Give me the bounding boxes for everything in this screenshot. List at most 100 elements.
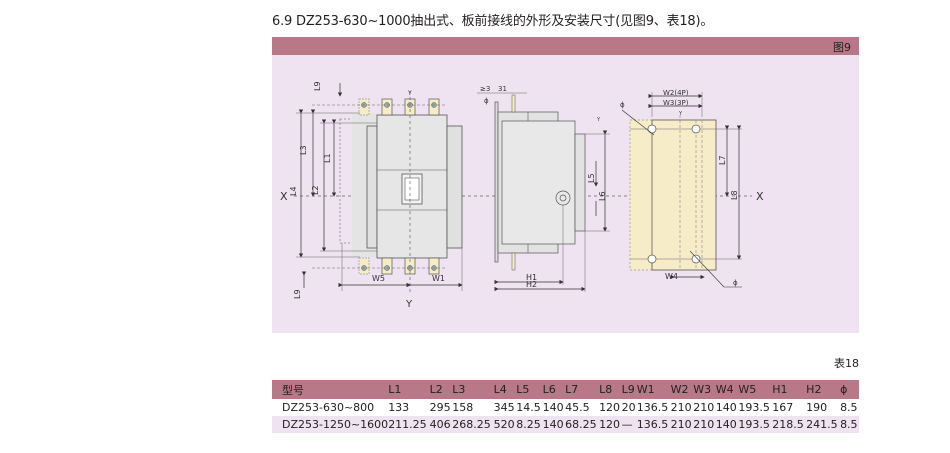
cell: 210 [670, 401, 692, 414]
mounting-plate [651, 119, 717, 271]
cell: 140 [542, 416, 566, 433]
y-axis-label: Y [405, 299, 413, 310]
cell: 8.5 [840, 401, 858, 414]
header-L6: L6 [542, 380, 566, 399]
mount-hole [691, 254, 701, 264]
figure-title-bar: 图9 [272, 37, 859, 55]
cell: 268.25 [452, 416, 494, 433]
table-row: DZ253-630~800 133 295 158 345 14.5 140 4… [272, 399, 859, 416]
mount-hole [691, 124, 701, 134]
cell: 133 [388, 401, 410, 414]
cell: 140 [715, 416, 739, 433]
header-model: 型号 [272, 380, 389, 399]
cell: 241.5 [806, 416, 841, 433]
cell: 295 [429, 401, 451, 414]
header-H2: H2 [806, 380, 841, 399]
section-heading: 6.9 DZ253-630~1000抽出式、板前接线的外形及安装尺寸(见图9、表… [272, 14, 714, 29]
cell: 158 [452, 401, 474, 414]
dim-W1: W1 [432, 274, 445, 283]
table-label: 表18 [834, 357, 859, 370]
cell-model: DZ253-1250~1600 [272, 416, 389, 433]
dim-W4: W4 [665, 272, 678, 281]
cell: 218.5 [772, 416, 807, 433]
header-W2: W2 [670, 380, 694, 399]
header-L1: L1 [388, 380, 430, 399]
dim-L4: L4 [289, 186, 298, 196]
dim-L9-bottom: L9 [293, 289, 302, 299]
cell: 167 [772, 401, 794, 414]
cell: 140 [542, 401, 564, 414]
mount-hole [647, 124, 657, 134]
header-W1: W1 [636, 380, 671, 399]
side-view: L5 L6 H1 H2 ≥3 31 ϕ Y [477, 85, 610, 292]
y-axis-label-side: Y [596, 117, 601, 123]
x-axis-label-left: X [280, 190, 288, 203]
cell: 120 [599, 401, 621, 414]
cell: 193.5 [738, 416, 773, 433]
dim-L9-top: L9 [313, 81, 322, 91]
table-header-row: 型号 L1 L2 L3 L4 L5 L6 L7 L8 L9 W1 W2 W3 W… [272, 380, 859, 399]
cell: 136.5 [636, 416, 671, 433]
cell: 345 [493, 401, 515, 414]
cell: 193.5 [738, 401, 770, 414]
header-L5: L5 [516, 380, 543, 399]
table-row: DZ253-1250~1600 211.25 406 268.25 520 8.… [272, 416, 859, 433]
cell: 14.5 [516, 401, 541, 414]
cell: 211.25 [388, 416, 430, 433]
dim-L7: L7 [718, 155, 727, 165]
dim-W2: W2(4P) [663, 89, 689, 97]
mounting-view: W2(4P) W3(3P) ϕ Y L7 L8 W4 ϕ [620, 89, 742, 288]
dimension-table: 型号 L1 L2 L3 L4 L5 L6 L7 L8 L9 W1 W2 W3 W… [272, 380, 859, 433]
figure-label: 图9 [833, 41, 851, 54]
header-L9: L9 [621, 380, 637, 399]
dim-L2: L2 [311, 185, 320, 195]
cell: — [621, 416, 637, 433]
cell: 68.25 [565, 416, 600, 433]
dimension-drawing: X X [280, 81, 764, 310]
y-axis-label-small: Y [407, 90, 412, 97]
cell-model: DZ253-630~800 [282, 401, 375, 414]
cell: 406 [429, 416, 453, 433]
cell: 120 [599, 416, 622, 433]
figure-drawing: X X [272, 55, 859, 333]
dim-ge3: ≥3 [480, 85, 490, 93]
header-W4: W4 [715, 380, 739, 399]
dim-W3: W3(3P) [663, 99, 689, 107]
dim-31: 31 [498, 85, 507, 93]
dim-phi-bottom: ϕ [733, 279, 738, 287]
header-W5: W5 [738, 380, 773, 399]
dim-L6: L6 [598, 191, 607, 201]
dim-L8: L8 [730, 190, 739, 200]
cell: 520 [493, 416, 517, 433]
cell: 210 [693, 416, 716, 433]
dim-W5: W5 [372, 274, 385, 283]
cell: 190 [806, 401, 828, 414]
header-L4: L4 [493, 380, 517, 399]
cell: 20 [621, 401, 636, 414]
cell: 136.5 [636, 401, 669, 414]
cell: 140 [715, 401, 737, 414]
header-phi: ϕ [840, 380, 859, 399]
cell: 8.5 [840, 416, 859, 433]
cell: 45.5 [565, 401, 590, 414]
header-H1: H1 [772, 380, 807, 399]
dim-L5: L5 [587, 173, 596, 183]
dim-phi-side: ϕ [484, 97, 489, 105]
header-L7: L7 [565, 380, 600, 399]
cell: 210 [670, 416, 694, 433]
mount-hole [647, 254, 657, 264]
dim-H1: H1 [526, 273, 537, 282]
y-axis-label-mount: Y [678, 111, 683, 117]
dim-H2: H2 [526, 280, 537, 289]
dim-phi-top: ϕ [620, 101, 625, 109]
cell: 210 [693, 401, 715, 414]
header-L2: L2 [429, 380, 453, 399]
header-L8: L8 [599, 380, 622, 399]
cell: 8.25 [516, 416, 543, 433]
header-L3: L3 [452, 380, 494, 399]
header-W3: W3 [693, 380, 716, 399]
front-view: Y Y L9 L3 L4 L1 L2 L9 W5 W1 [289, 81, 463, 310]
dim-L3: L3 [299, 145, 308, 155]
x-axis-label-right: X [756, 190, 764, 203]
drawout-outline [339, 118, 354, 244]
